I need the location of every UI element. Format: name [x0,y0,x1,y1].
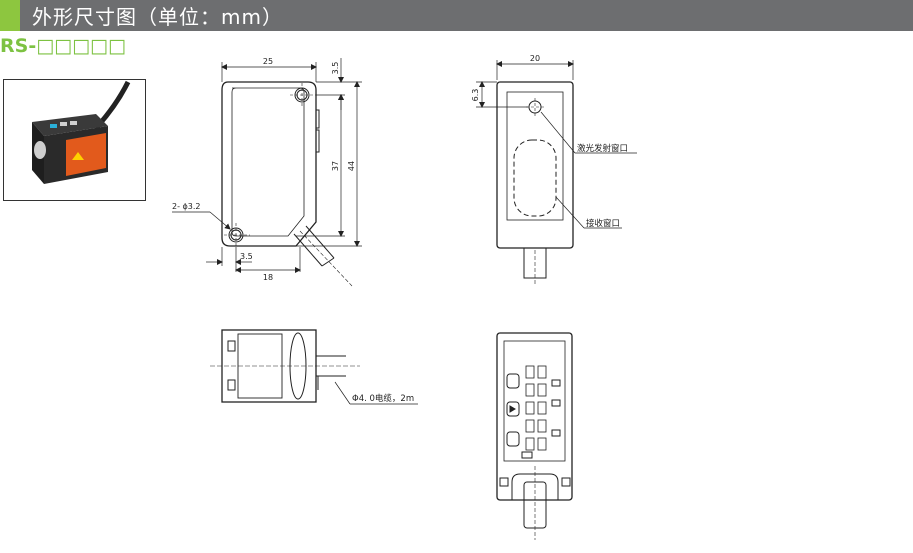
side-dim-width: 20 [530,54,540,63]
front-dim-bottom-width: 18 [263,273,273,282]
front-dim-inner-height: 37 [331,161,340,171]
product-photo [3,79,146,201]
section-title: 外形尺寸图（单位：mm） [32,5,283,29]
front-dim-bottom-offset: 3.5 [240,252,253,261]
front-dim-hole: 2- ϕ3.2 [172,202,201,211]
header-accent-block [0,0,20,31]
front-view [172,58,362,287]
laser-sensor-product-photo-icon [32,80,131,184]
front-dim-width: 25 [263,57,273,66]
front-dim-top-offset: 3.5 [331,62,340,75]
side-view [476,60,637,285]
section-header: 外形尺寸图（单位：mm） [0,0,913,31]
back-view [496,332,573,540]
model-code: RS-□□□□□ [0,35,126,57]
receiver-window-label: 接收窗口 [586,218,620,229]
emitter-window-label: 激光发射窗口 [577,143,628,154]
side-dim-top: 6.3 [471,89,480,102]
cable-label: Φ4. 0电缆，2m [352,393,414,404]
front-dim-total-height: 44 [347,161,356,171]
top-view [210,329,418,405]
